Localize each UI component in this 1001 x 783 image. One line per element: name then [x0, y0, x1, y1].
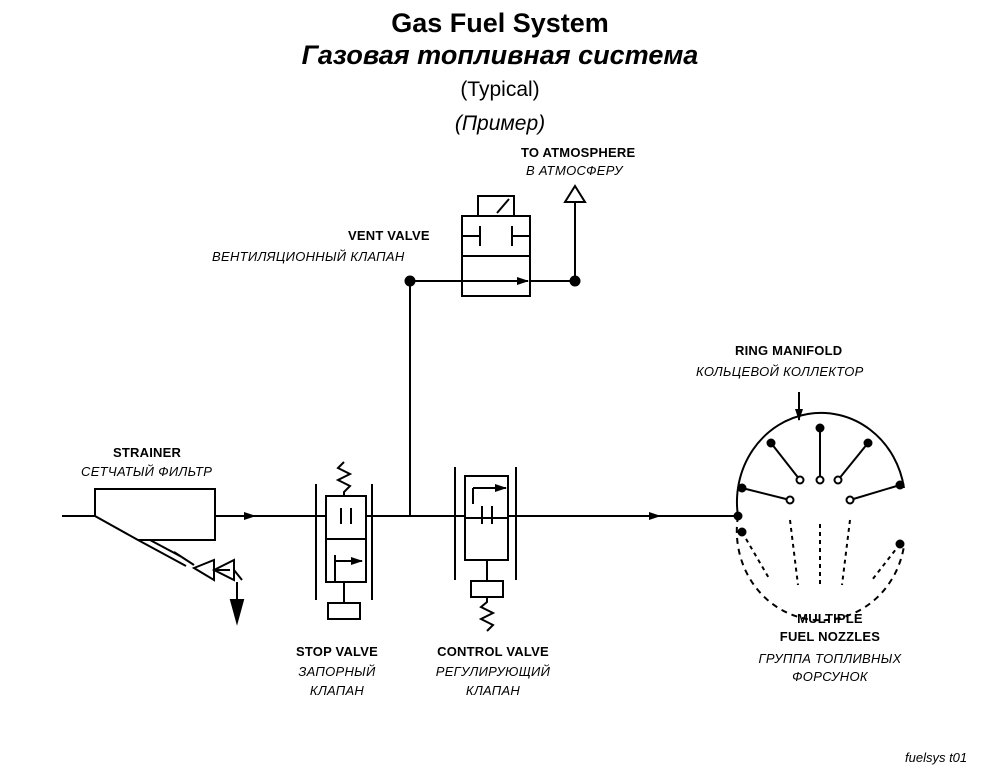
strainer-icon [94, 488, 245, 626]
subtitle-typical-english: (Typical) [460, 78, 540, 101]
stop-valve-label-ru-2: КЛАПАН [309, 683, 365, 698]
junction-dot [404, 275, 416, 287]
title-russian: Газовая топливная система [301, 40, 699, 70]
vent-valve-label: VENT VALVE [348, 228, 430, 243]
stop-valve-icon [315, 461, 373, 620]
junction-dot [569, 275, 581, 287]
control-valve-label-ru-2: КЛАПАН [465, 683, 521, 698]
strainer-label-ru: СЕТЧАТЫЙ ФИЛЬТР [81, 464, 213, 479]
ring-manifold-icon [735, 392, 905, 622]
control-valve-label-ru-1: РЕГУЛИРУЮЩИЙ [435, 664, 551, 679]
vent-valve-icon [461, 195, 531, 297]
stop-valve-label: STOP VALVE [296, 644, 378, 659]
ring-manifold-label: RING MANIFOLD [735, 343, 843, 358]
figure-code: fuelsys t01 [905, 750, 968, 765]
subtitle-typical-russian: (Пример) [454, 112, 546, 135]
fuel-nozzles-label-2: FUEL NOZZLES [779, 629, 881, 644]
fuel-nozzles-label-ru-1: ГРУППА ТОПЛИВНЫХ [758, 651, 902, 666]
control-valve-label: CONTROL VALVE [437, 644, 549, 659]
vent-valve-label-ru: ВЕНТИЛЯЦИОННЫЙ КЛАПАН [212, 249, 405, 264]
strainer-label: STRAINER [113, 445, 182, 460]
stop-valve-label-ru-1: ЗАПОРНЫЙ [298, 664, 376, 679]
ring-manifold-label-ru: КОЛЬЦЕВОЙ КОЛЛЕКТОР [696, 364, 864, 379]
to-atmosphere-label: TO ATMOSPHERE [521, 145, 636, 160]
control-valve-icon [454, 467, 517, 632]
to-atmosphere-label-ru: В АТМОСФЕРУ [526, 163, 623, 178]
nozzle-points [733, 423, 905, 549]
title-english: Gas Fuel System [391, 8, 609, 38]
fuel-nozzles-icon [741, 428, 901, 588]
fuel-nozzles-label-ru-2: ФОРСУНОК [792, 669, 868, 684]
